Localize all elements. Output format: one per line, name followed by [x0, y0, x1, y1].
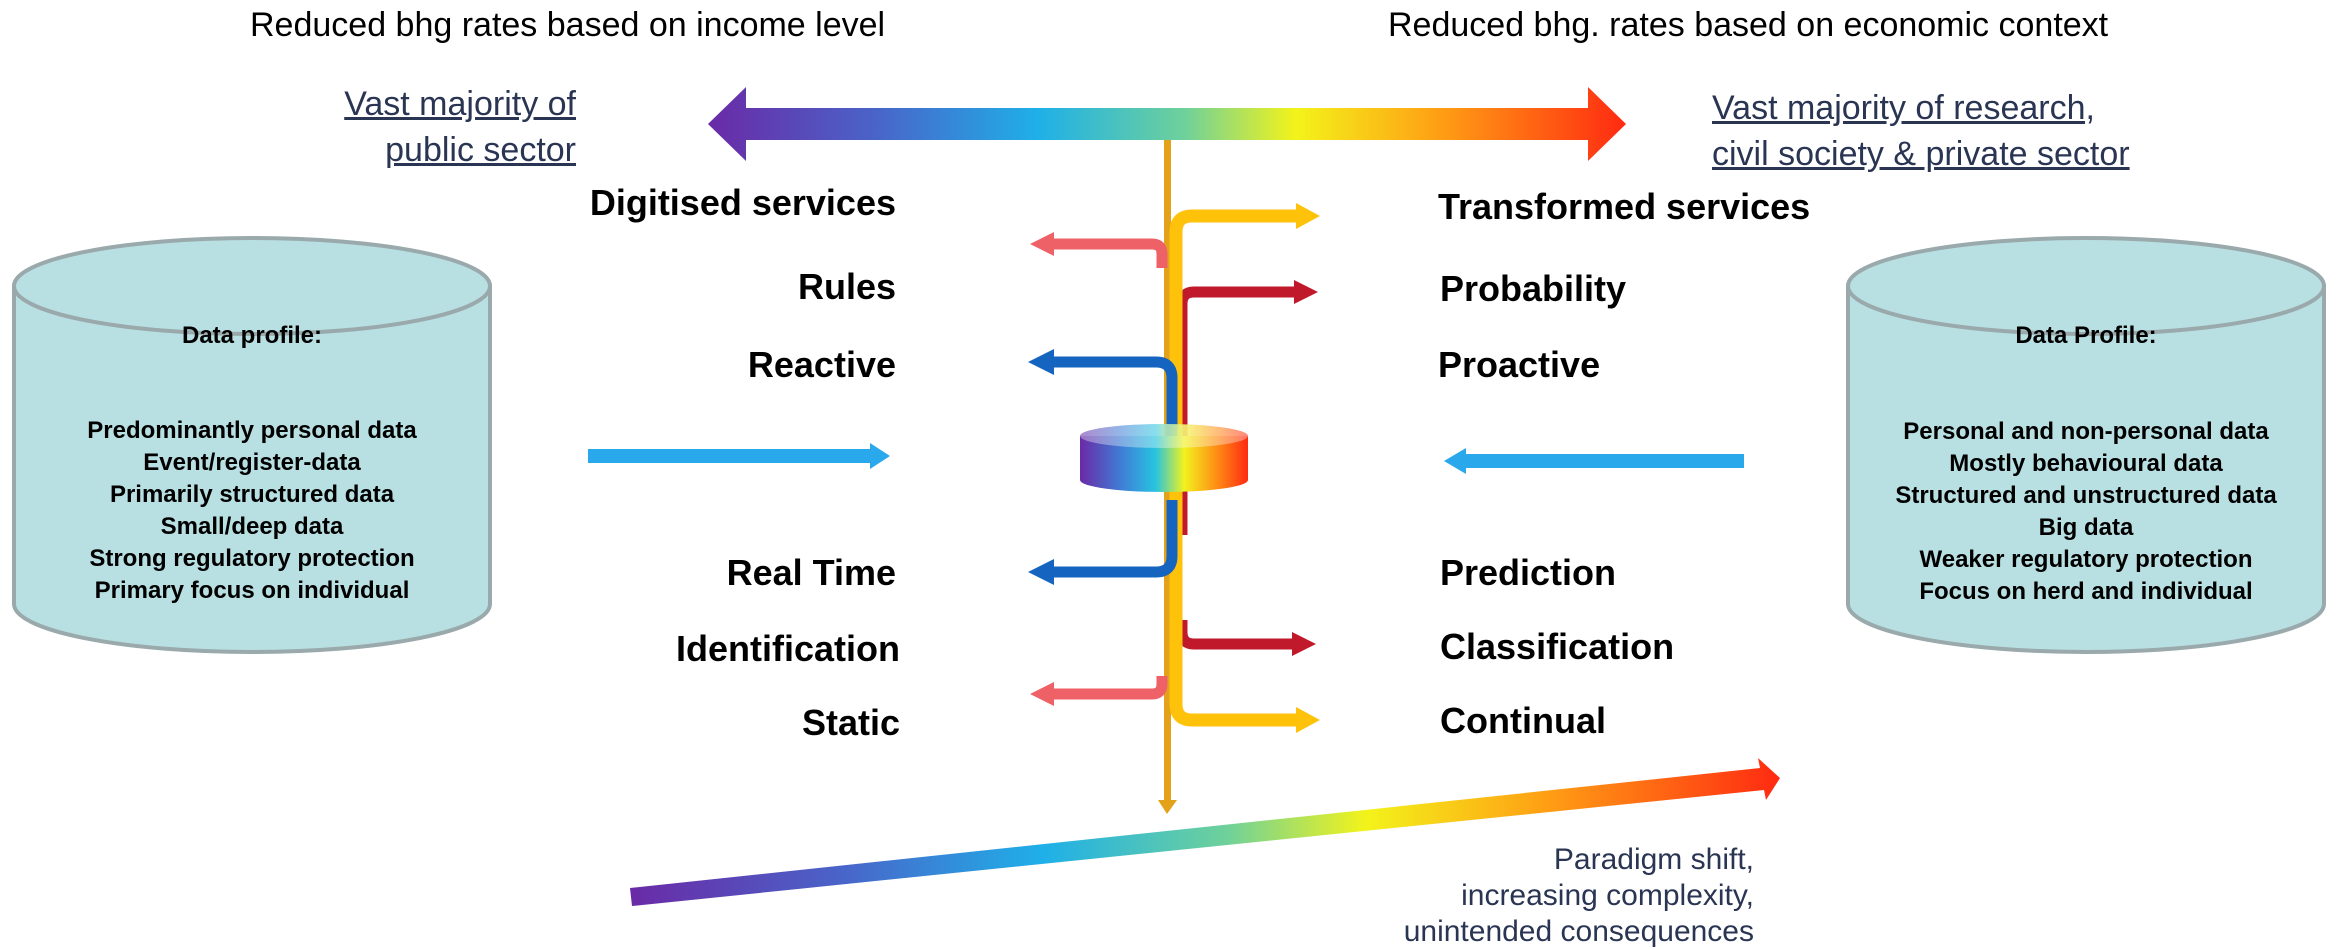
blue-arrows: [1052, 356, 1178, 578]
right-sector-line1: Vast majority of research,: [1712, 89, 2095, 127]
right-profile-list: Personal and non-personal data Mostly be…: [1858, 416, 2314, 608]
list-item: Big data: [2038, 514, 2134, 541]
yellow-arrowhead-bottom: [1296, 707, 1320, 733]
list-item: Small/deep data: [160, 513, 344, 540]
yellow-arrowhead-top: [1296, 203, 1320, 229]
blue-arrowhead-top: [1028, 349, 1054, 375]
spectrum-double-arrow: [708, 87, 1626, 161]
paradigm-line1: Paradigm shift,: [1553, 843, 1754, 876]
list-item: Mostly behavioural data: [1949, 450, 2223, 477]
list-item: Predominantly personal data: [87, 417, 417, 444]
left-profile-list: Predominantly personal data Event/regist…: [24, 415, 480, 607]
label-reactive: Reactive: [747, 344, 896, 385]
central-disc: [1080, 424, 1248, 492]
paradigm-shift-arrow: [630, 758, 1780, 906]
label-transformed-services: Transformed services: [1438, 186, 1811, 227]
label-continual: Continual: [1440, 700, 1606, 741]
list-item: Personal and non-personal data: [1903, 418, 2269, 445]
left-sector-line1: Vast majority of: [344, 85, 576, 123]
left-sector-line2: public sector: [385, 131, 576, 169]
list-item: Weaker regulatory protection: [1919, 546, 2253, 573]
salmon-arrowhead-bottom: [1030, 682, 1054, 706]
left-profile-title: Data profile:: [181, 322, 322, 349]
left-data-cylinder: [12, 236, 492, 654]
list-item: Primary focus on individual: [94, 577, 410, 604]
red-arrowhead-top: [1294, 280, 1318, 304]
list-item: Event/register-data: [143, 449, 361, 476]
paradigm-line2: increasing complexity,: [1461, 879, 1754, 912]
salmon-arrowhead-top: [1030, 232, 1054, 256]
paradigm-line3: unintended consequences: [1403, 915, 1754, 948]
red-arrowhead-bottom: [1292, 632, 1316, 656]
left-header: Reduced bhg rates based on income level: [250, 6, 886, 44]
right-input-arrow: [1444, 448, 1744, 474]
label-proactive: Proactive: [1438, 344, 1601, 385]
right-header: Reduced bhg. rates based on economic con…: [1388, 6, 2109, 44]
left-input-arrow: [588, 443, 890, 469]
list-item: Strong regulatory protection: [89, 545, 415, 572]
label-real-time: Real Time: [726, 552, 896, 593]
right-data-cylinder: [1846, 236, 2326, 654]
list-item: Focus on herd and individual: [1919, 578, 2253, 605]
list-item: Primarily structured data: [109, 481, 395, 508]
label-identification: Identification: [676, 628, 900, 669]
label-digitised-services: Digitised services: [589, 182, 896, 223]
right-profile-title: Data Profile:: [2015, 322, 2157, 349]
label-prediction: Prediction: [1440, 552, 1617, 593]
list-item: Structured and unstructured data: [1895, 482, 2277, 509]
blue-arrowhead-bottom: [1028, 559, 1054, 585]
label-classification: Classification: [1440, 626, 1675, 667]
label-static: Static: [801, 702, 900, 743]
right-sector-line2: civil society & private sector: [1712, 135, 2130, 173]
label-probability: Probability: [1440, 268, 1627, 309]
label-rules: Rules: [797, 266, 896, 307]
salmon-arrows: [1052, 238, 1168, 700]
